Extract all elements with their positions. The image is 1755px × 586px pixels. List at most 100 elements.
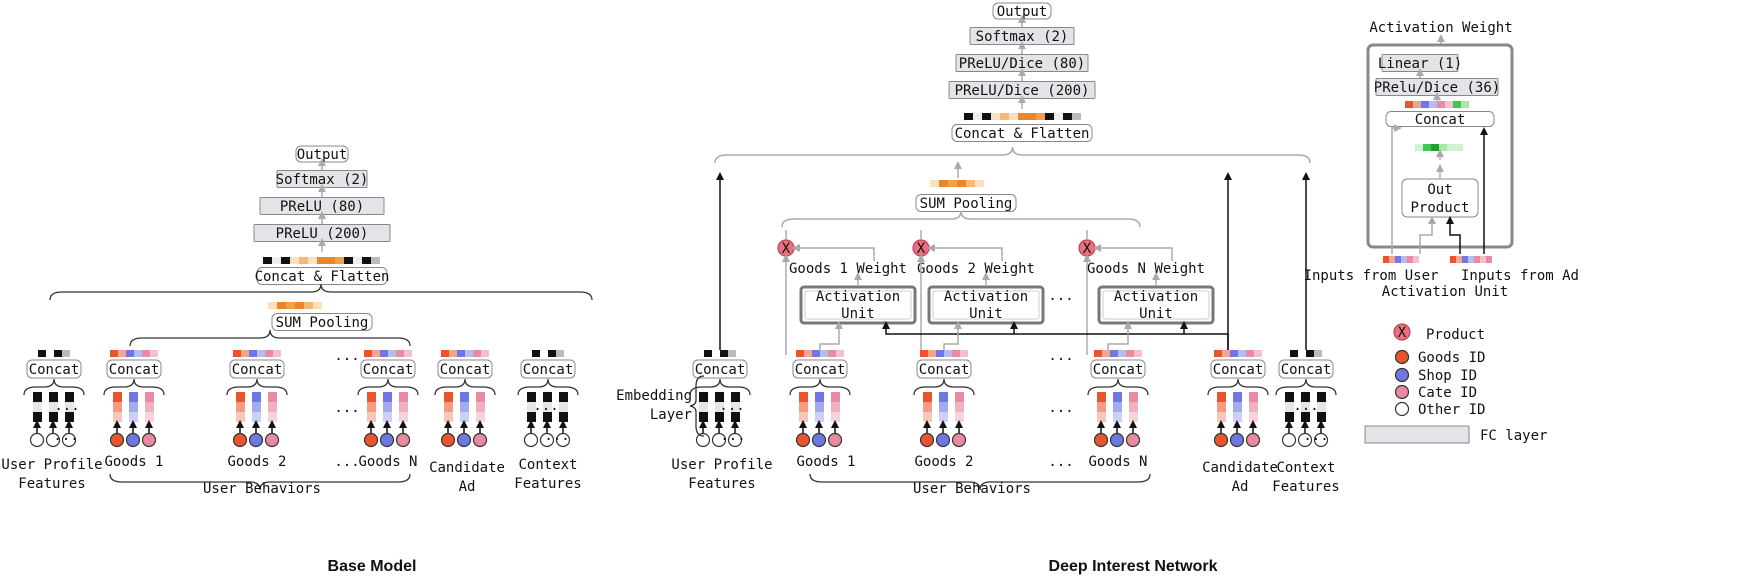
legend-fc-swatch	[1364, 425, 1470, 444]
din-candidate-bar-cell	[1249, 392, 1258, 402]
din-weight-label-0: Goods 1 Weight	[789, 261, 907, 277]
din-profile-bar-cell	[731, 412, 740, 422]
din-context-strip-cell	[1290, 350, 1298, 357]
base-flatten-strip-cell	[326, 257, 335, 264]
base-goodsN-strip-cell	[380, 350, 388, 357]
base-profile-bar-cell	[65, 402, 74, 412]
din-goods1-strip-cell	[804, 350, 812, 357]
base-candidate-bar-cell	[460, 412, 469, 422]
base-goodsN-strip-cell	[404, 350, 412, 357]
base-goodsN-concat-box	[360, 359, 416, 379]
din-embedding-label-2: Layer	[650, 407, 692, 423]
au-ad-to-op	[1446, 216, 1461, 254]
au-ad-strip-cell	[1468, 256, 1474, 263]
din-goods1-strip-cell	[796, 350, 804, 357]
din-embedding-brace	[689, 375, 705, 437]
base-context-node	[523, 432, 539, 448]
din-goods2-bar-cell	[939, 392, 948, 402]
base-goods2-bar-cell	[236, 392, 245, 402]
au-user-strip-cell	[1407, 256, 1413, 263]
din-goods1-bar-cell	[799, 412, 808, 422]
base-context-bar-cell	[527, 412, 536, 422]
din-flatten-strip-cell	[1063, 113, 1072, 120]
din-sum-pooling-label: SUM Pooling	[920, 196, 1013, 212]
din-profile-bar-cell	[699, 392, 708, 402]
base-context-concat-box	[520, 359, 576, 379]
base-goodsN-concat-label: Concat	[363, 362, 414, 378]
legend-cate-label: Cate ID	[1418, 385, 1477, 401]
din-goods2-strip-cell	[936, 350, 944, 357]
din-goodsN-strip-cell	[1134, 350, 1142, 357]
din-candidate-label-2: Ad	[1232, 479, 1249, 495]
base-candidate-node	[472, 432, 488, 448]
base-candidate-node	[440, 432, 456, 448]
base-goods1-bar-cell	[129, 412, 138, 422]
base-candidate-concat-box	[437, 359, 493, 379]
base-profile-bar-cell	[33, 402, 42, 412]
din-goods2-bar-cell	[939, 412, 948, 422]
din-context-bar-cell	[1285, 392, 1294, 402]
base-context-bar-cell	[543, 412, 552, 422]
base-goods2-bar-cell	[268, 412, 277, 422]
din-candidate-bar-cell	[1217, 412, 1226, 422]
base-title: Base Model	[328, 558, 417, 575]
base-sum-strip-cell	[304, 302, 313, 309]
base-goods2-concat-box	[229, 359, 285, 379]
base-candidate-label-2: Ad	[459, 479, 476, 495]
au-concat-strip-cell	[1413, 101, 1421, 108]
din-goodsN-bar-cell	[1097, 412, 1106, 422]
din-activation-label-2-2: Unit	[1139, 306, 1173, 322]
base-flatten-strip-cell	[308, 257, 317, 264]
base-goods1-concat-box	[106, 359, 162, 379]
din-goods1-strip-cell	[820, 350, 828, 357]
base-context-bar-cell	[527, 402, 536, 412]
base-flatten-strip-cell	[281, 257, 290, 264]
legend-other-icon	[1394, 401, 1410, 417]
base-goodsN-bar-cell	[383, 392, 392, 402]
base-sum-pooling-label: SUM Pooling	[276, 315, 369, 331]
base-goodsN-bar-cell	[367, 392, 376, 402]
base-goods1-bar-cell	[145, 402, 154, 412]
au-user-to-op	[1419, 216, 1436, 254]
din-context-concat-box	[1278, 359, 1334, 379]
base-context-bar-cell	[543, 402, 552, 412]
base-goodsN-bar-cell	[367, 402, 376, 412]
base-goods2-node	[232, 432, 248, 448]
din-profile-bar-cell	[731, 402, 740, 412]
au-concat-box	[1385, 111, 1495, 127]
din-sum-strip-cell	[966, 180, 975, 187]
base-context-bar-cell	[559, 392, 568, 402]
din-goodsN-bar-cell	[1113, 412, 1122, 422]
din-candidate-strip-cell	[1246, 350, 1254, 357]
base-profile-bar-cell	[33, 392, 42, 402]
au-out-product-2: Product	[1410, 200, 1469, 216]
base-goods2-concat-label: Concat	[232, 362, 283, 378]
base-context-node	[555, 432, 571, 448]
au-concat-strip-cell	[1421, 101, 1429, 108]
base-goods1-bar-cell	[113, 402, 122, 412]
din-user-profile-label-1: User Profile	[671, 457, 772, 473]
au-concat-strip-cell	[1453, 101, 1461, 108]
din-goods1-bar-cell	[799, 392, 808, 402]
din-context-label-2: Features	[1272, 479, 1339, 495]
base-candidate-bar-cell	[460, 392, 469, 402]
base-goods1-bar-cell	[113, 392, 122, 402]
base-profile-node	[29, 432, 45, 448]
din-candidate-input-brace	[1207, 378, 1269, 396]
legend-goods-icon	[1394, 349, 1410, 365]
au-ad-strip-cell	[1486, 256, 1492, 263]
din-weight-to-x-0	[792, 244, 875, 261]
din-goods1-bar-cell	[815, 412, 824, 422]
au-green-strip-cell	[1455, 144, 1463, 151]
base-goodsN-strip-cell	[372, 350, 380, 357]
din-flatten-strip-cell	[1054, 113, 1063, 120]
din-goodsN-bar-cell	[1129, 392, 1138, 402]
base-candidate-strip-cell	[473, 350, 481, 357]
din-context-node	[1313, 432, 1329, 448]
din-candidate-node	[1245, 432, 1261, 448]
au-user-strip-cell	[1383, 256, 1389, 263]
base-goods1-node	[141, 432, 157, 448]
din-goods1-concat-box	[792, 359, 848, 379]
